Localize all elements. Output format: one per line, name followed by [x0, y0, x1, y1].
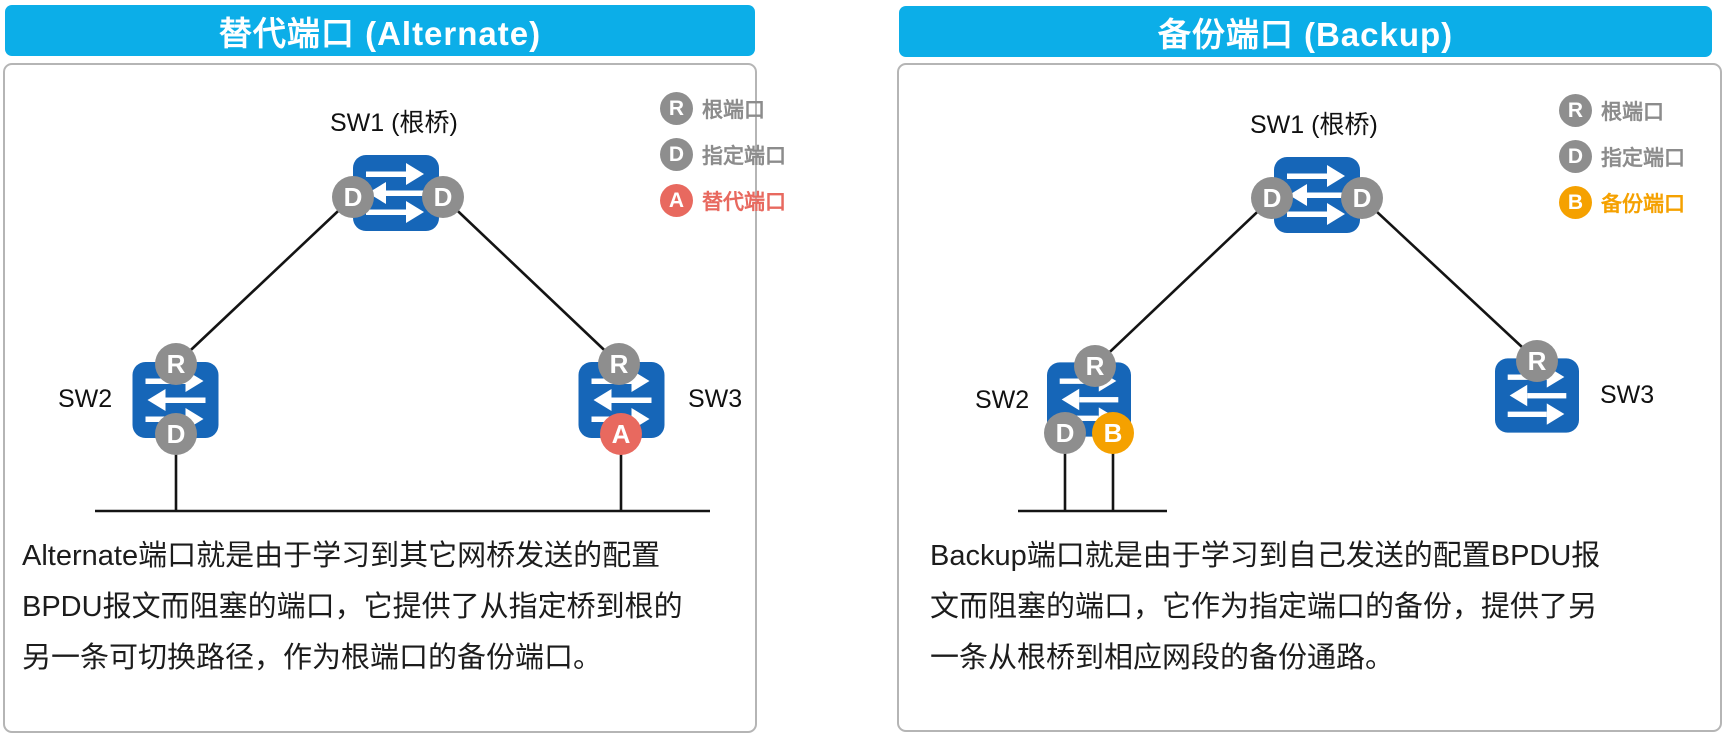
alternate-panel-header: 替代端口 (Alternate) — [5, 5, 755, 56]
designated-port-badge-icon: D — [660, 138, 693, 171]
bak-sw2-backup-port-badge: B — [1092, 412, 1134, 454]
legend-label: 备份端口 — [1601, 192, 1685, 216]
backup-description: Backup端口就是由于学习到自己发送的配置BPDU报 文而阻塞的端口，它作为指… — [930, 531, 1600, 684]
alt-sw2-root-port-badge: R — [155, 343, 197, 385]
bak-sw3-label: SW3 — [1600, 381, 1655, 409]
alternate-legend: R 根端口 D 指定端口 A 替代端口 — [660, 92, 786, 230]
root-port-badge-icon: R — [660, 92, 693, 125]
backup-panel-header: 备份端口 (Backup) — [899, 6, 1712, 57]
backup-port-badge-icon: B — [1559, 186, 1592, 219]
backup-panel-title: 备份端口 (Backup) — [1157, 15, 1454, 53]
description-line: 一条从根桥到相应网段的备份通路。 — [930, 642, 1395, 674]
legend-label: 指定端口 — [702, 144, 786, 168]
alt-sw3-root-port-badge: R — [598, 343, 640, 385]
description-line: BPDU报文而阻塞的端口，它提供了从指定桥到根的 — [22, 591, 683, 623]
bak-sw1-left-port-badge: D — [1251, 177, 1293, 219]
legend-label: 替代端口 — [702, 190, 786, 214]
alt-sw1-right-port-badge: D — [422, 176, 464, 218]
description-line: 文而阻塞的端口，它作为指定端口的备份，提供了另 — [930, 591, 1598, 623]
legend-item-designated-port: D 指定端口 — [660, 138, 786, 171]
description-line: Alternate端口就是由于学习到其它网桥发送的配置 — [22, 540, 661, 572]
legend-item-root-port: R 根端口 — [1559, 94, 1685, 127]
legend-item-root-port: R 根端口 — [660, 92, 786, 125]
alt-sw1-label: SW1 (根桥) — [330, 109, 458, 137]
description-line: 另一条可切换路径，作为根端口的备份端口。 — [22, 642, 603, 674]
legend-item-backup-port: B 备份端口 — [1559, 186, 1685, 219]
designated-port-badge-icon: D — [1559, 140, 1592, 173]
alt-sw3-alternate-port-badge: A — [600, 413, 642, 455]
bak-sw3-root-port-badge: R — [1516, 340, 1558, 382]
legend-item-designated-port: D 指定端口 — [1559, 140, 1685, 173]
backup-legend: R 根端口 D 指定端口 B 备份端口 — [1559, 94, 1685, 232]
description-line: Backup端口就是由于学习到自己发送的配置BPDU报 — [930, 540, 1601, 572]
bak-sw2-label: SW2 — [975, 386, 1030, 414]
bak-sw1-right-port-badge: D — [1341, 177, 1383, 219]
alt-sw2-label: SW2 — [58, 385, 113, 413]
legend-label: 指定端口 — [1601, 146, 1685, 170]
legend-label: 根端口 — [1601, 100, 1664, 124]
alt-sw2-designated-port-badge: D — [155, 413, 197, 455]
alt-sw1-left-port-badge: D — [332, 176, 374, 218]
root-port-badge-icon: R — [1559, 94, 1592, 127]
alternate-port-badge-icon: A — [660, 184, 693, 217]
alternate-description: Alternate端口就是由于学习到其它网桥发送的配置 BPDU报文而阻塞的端口… — [22, 531, 683, 684]
bak-sw2-designated-port-badge: D — [1044, 412, 1086, 454]
legend-item-alternate-port: A 替代端口 — [660, 184, 786, 217]
bak-sw2-root-port-badge: R — [1074, 345, 1116, 387]
alternate-panel-title: 替代端口 (Alternate) — [218, 14, 542, 52]
bak-sw1-label: SW1 (根桥) — [1250, 111, 1378, 139]
legend-label: 根端口 — [702, 98, 765, 122]
alt-sw3-label: SW3 — [688, 385, 743, 413]
